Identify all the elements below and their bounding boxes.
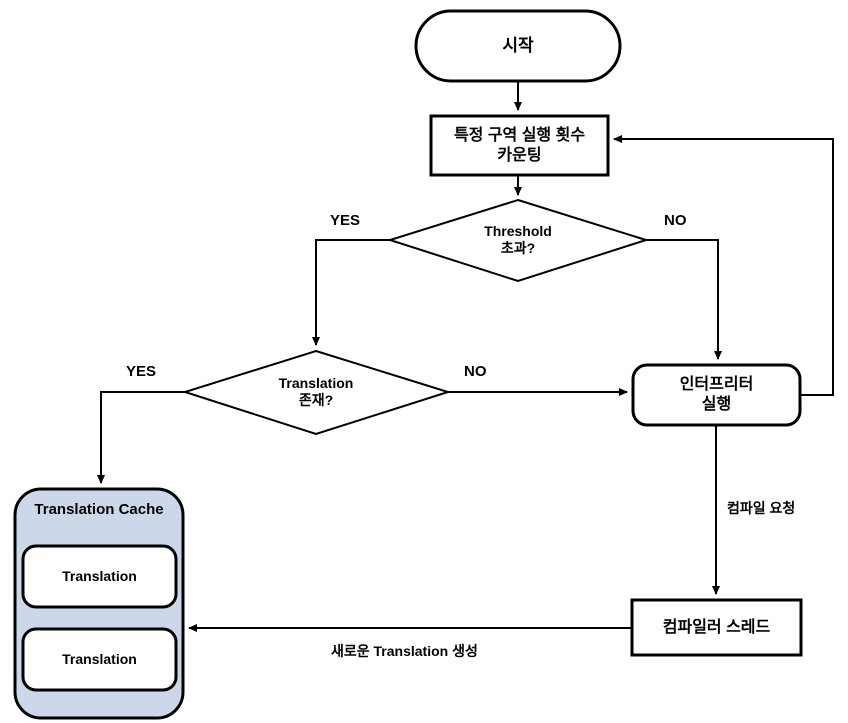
edge-threshold-no [646, 239, 722, 360]
shape-count [429, 114, 610, 177]
shape-translation-decision [181, 349, 452, 436]
edge-threshold-yes [312, 239, 390, 346]
edge-interpreter-loop-to-count [613, 135, 834, 396]
shape-threshold-decision [386, 198, 650, 283]
shape-interpreter [631, 363, 802, 427]
shape-start [414, 9, 622, 83]
edge-translation-yes [97, 391, 185, 484]
shape-compiler-thread [630, 598, 803, 657]
shape-translation-2 [21, 627, 178, 692]
shape-translation-1 [21, 544, 178, 609]
